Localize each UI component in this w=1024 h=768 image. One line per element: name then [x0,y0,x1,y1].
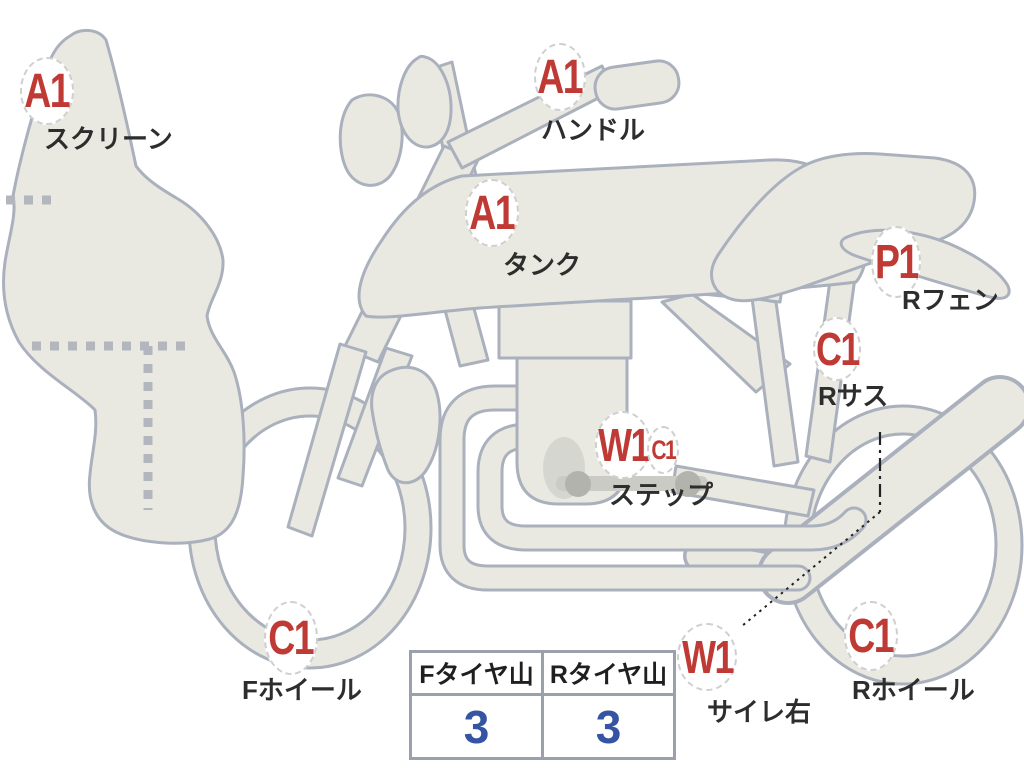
damage-badge-rear-wheel: C1 [844,601,898,671]
exhaust-pipes [438,384,868,592]
damage-code: P1 [874,235,919,289]
tire-tread-value-rear: 3 [541,693,676,760]
tire-tread-value-front: 3 [409,693,544,760]
damage-badge-handlebar: A1 [534,43,586,111]
damage-code: A1 [24,64,71,118]
damage-badge-silencer-right: W1 [677,623,737,691]
part-label-step: ステップ [609,480,714,510]
part-label-rear-suspension: Rサス [818,381,889,411]
step-bar-shape [556,471,708,497]
damage-code: A1 [469,186,516,240]
part-label-front-wheel: Fホイール [242,675,362,705]
tire-tread-header-front: Fタイヤ山 [409,650,544,696]
part-label-rear-fender: Rフェン [902,285,999,315]
damage-badge-step-secondary: C1 [647,426,679,474]
part-label-rear-wheel: Rホイール [852,675,975,705]
damage-badge-tank: A1 [465,179,519,247]
damage-code: C1 [815,323,860,375]
damage-code: W1 [681,631,734,683]
damage-code: C1 [848,609,895,663]
damage-code: C1 [651,434,676,465]
silencer-leader-line [741,432,882,627]
part-label-screen: スクリーン [44,124,173,154]
damage-code: W1 [597,419,650,471]
mirror-shape [396,54,453,149]
damage-badge-rear-suspension: C1 [813,317,861,381]
part-label-tank: タンク [503,250,582,280]
damage-code: A1 [537,50,584,104]
engine-shape [440,292,633,506]
damage-badge-rear-fender: P1 [871,226,921,298]
part-label-silencer-right: サイレ右 [707,697,812,727]
damage-badge-screen: A1 [20,57,74,125]
front-wheel-shape [187,386,433,670]
headlight-shape [338,93,404,187]
tire-tread-table: Fタイヤ山 Rタイヤ山 3 3 [409,650,676,760]
tire-tread-header-rear: Rタイヤ山 [541,650,676,696]
damage-badge-step: W1 [595,411,651,479]
part-label-handlebar: ハンドル [541,115,646,145]
front-fender-shape [370,365,442,485]
damage-badge-front-wheel: C1 [264,601,318,675]
damage-code: C1 [268,611,315,665]
windscreen-shape [2,29,246,545]
cowl-seam-lines [6,195,190,510]
